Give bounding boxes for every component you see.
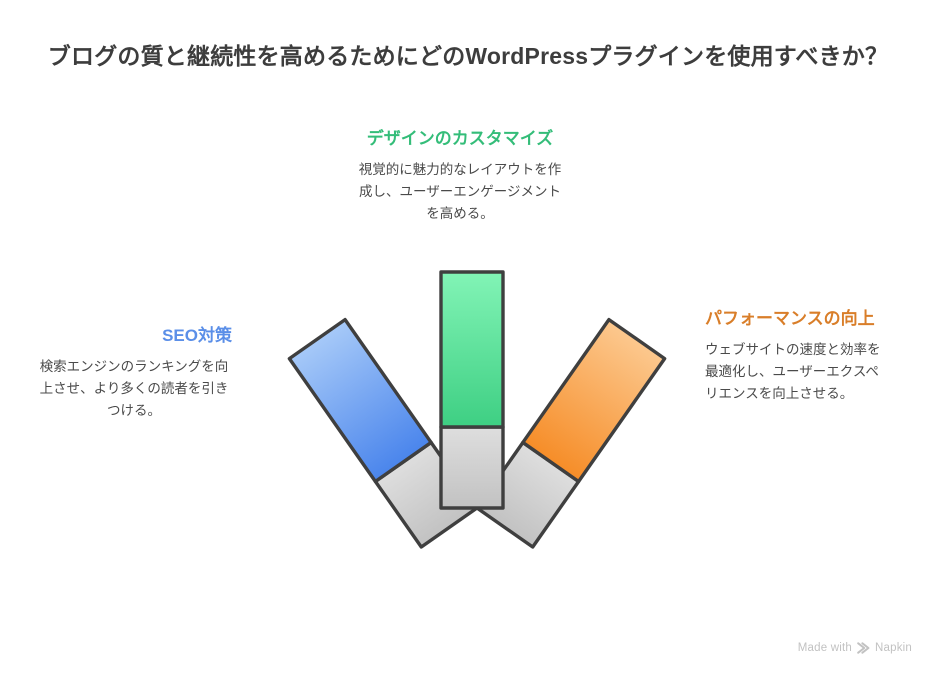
label-heading-seo: SEO対策 (162, 326, 232, 345)
bar-performance-value (521, 317, 667, 484)
label-block-design: デザインのカスタマイズ 視覚的に魅力的なレイアウトを作成し、ユーザーエンゲージメ… (353, 128, 567, 225)
bar-performance (475, 317, 667, 549)
napkin-chevrons-icon (857, 642, 870, 654)
bar-seo-value (287, 317, 433, 484)
napkin-watermark[interactable]: Made with Napkin (798, 642, 912, 654)
bar-design (439, 270, 505, 510)
bar-design-value (439, 270, 505, 429)
watermark-made-with-label: Made with (797, 642, 852, 654)
label-heading-design: デザインのカスタマイズ (366, 129, 554, 148)
label-description-seo: 検索エンジンのランキングを向上させ、より多くの読者を引きつける。 (39, 359, 229, 419)
page-title: ブログの質と継続性を高めるためにどのWordPressプラグインを使用すべきか？ (47, 43, 889, 69)
watermark-brand-label: Napkin (875, 642, 912, 654)
label-block-seo: SEO対策 検索エンジンのランキングを向上させ、より多くの読者を引きつける。 (36, 325, 232, 422)
label-block-performance: パフォーマンスの向上 ウェブサイトの速度と効率を最適化し、ユーザーエクスペリエン… (705, 308, 888, 405)
bar-design-base (439, 425, 505, 510)
label-heading-performance: パフォーマンスの向上 (705, 309, 875, 328)
label-description-design: 視覚的に魅力的なレイアウトを作成し、ユーザーエンゲージメントを高める。 (358, 162, 562, 222)
label-description-performance: ウェブサイトの速度と効率を最適化し、ユーザーエクスペリエンスを向上させる。 (705, 342, 881, 402)
